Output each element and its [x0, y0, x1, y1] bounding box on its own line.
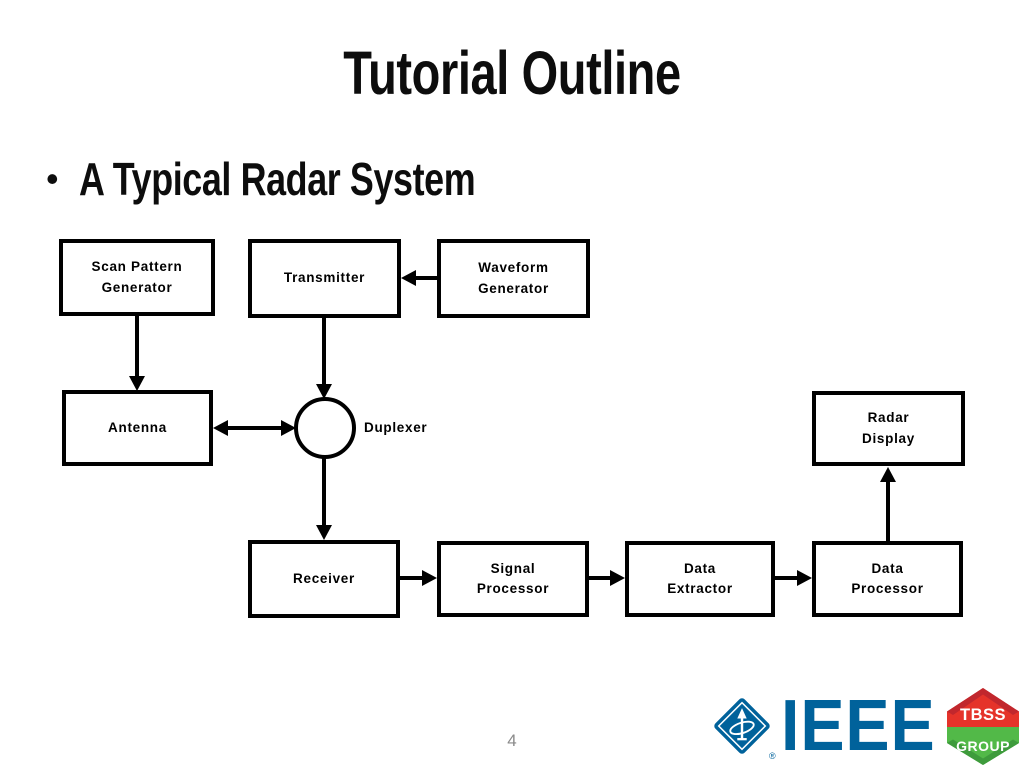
- tbss-text: TBSS: [960, 706, 1006, 724]
- block-label: Signal Processor: [476, 560, 550, 596]
- block-label: Receiver: [293, 570, 355, 586]
- arrowhead-right-dataprocessor: [797, 570, 812, 586]
- block-label: Data Processor: [851, 560, 924, 596]
- arrowhead-down-antenna: [129, 376, 145, 391]
- tbss-bevel-top-right: [983, 688, 1019, 715]
- ieee-orbit-ellipse: [729, 720, 755, 736]
- tbss-bevel-bottom-left: [947, 739, 983, 765]
- arrowhead-right-signalprocessor: [422, 570, 437, 586]
- tbss-bevel-bottom-right: [983, 739, 1019, 765]
- duplexer-circle: [294, 397, 356, 459]
- arrowhead-down-receiver: [316, 525, 332, 540]
- block-signal-processor: Signal Processor: [437, 541, 589, 617]
- bullet-item: • A Typical Radar System: [46, 152, 587, 206]
- ieee-registered-mark: ®: [769, 751, 776, 761]
- block-radar-display: Radar Display: [812, 391, 965, 466]
- block-label: Radar Display: [862, 410, 915, 446]
- slide-title: Tutorial Outline: [343, 39, 681, 107]
- block-scan-pattern-generator: Scan Pattern Generator: [59, 239, 215, 316]
- connector-lines: [135, 276, 890, 580]
- arrowhead-left-antenna: [213, 420, 228, 436]
- block-waveform-generator: Waveform Generator: [437, 239, 590, 318]
- arrowhead-right-dataextractor: [610, 570, 625, 586]
- block-label: Waveform Generator: [478, 260, 549, 296]
- tbss-group-logo: TBSS GROUP: [947, 688, 1019, 765]
- arrowhead-right-duplexer: [281, 420, 296, 436]
- ieee-wordmark: IEEE: [781, 686, 936, 766]
- block-data-processor: Data Processor: [812, 541, 963, 617]
- tbss-red-facet: [947, 688, 1019, 727]
- tbss-bevel-top-left: [947, 688, 983, 715]
- block-transmitter: Transmitter: [248, 239, 401, 318]
- arrowhead-up-radardisplay: [880, 467, 896, 482]
- block-label: Transmitter: [283, 270, 366, 286]
- ieee-arrow-head: [737, 708, 747, 719]
- block-label: Scan Pattern Generator: [91, 259, 183, 295]
- page-number: 4: [507, 731, 517, 750]
- block-antenna: Antenna: [62, 390, 213, 466]
- block-label: Antenna: [108, 419, 167, 435]
- tbss-green-facet: [947, 727, 1019, 765]
- tbss-group-text: GROUP: [956, 738, 1010, 754]
- duplexer-label: Duplexer: [364, 420, 428, 435]
- ieee-diamond-icon: [714, 698, 770, 754]
- block-data-extractor: Data Extractor: [625, 541, 775, 617]
- arrowhead-left-transmitter: [401, 270, 416, 286]
- ieee-inner-diamond: [717, 701, 767, 751]
- bullet-text: A Typical Radar System: [78, 153, 476, 205]
- block-label: Data Extractor: [667, 560, 733, 596]
- block-receiver: Receiver: [248, 540, 400, 618]
- bullet-marker: •: [46, 158, 59, 199]
- arrowhead-down-duplexer: [316, 384, 332, 399]
